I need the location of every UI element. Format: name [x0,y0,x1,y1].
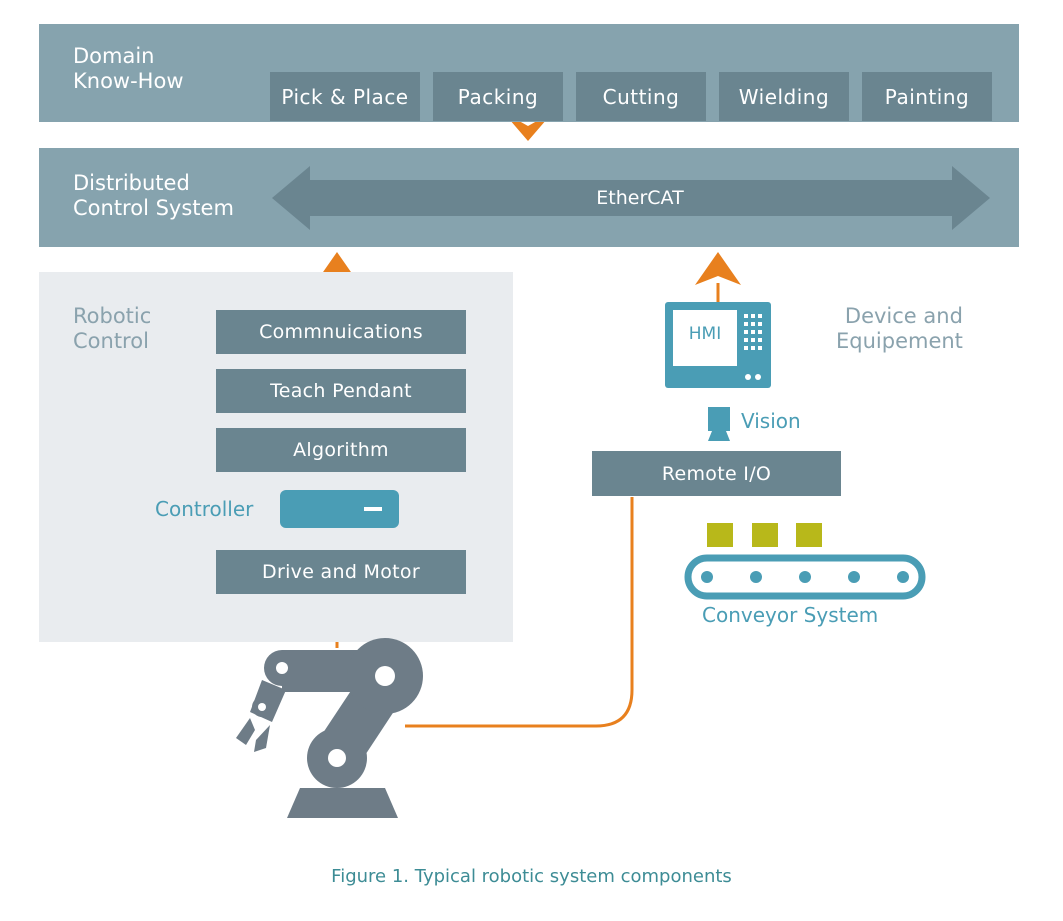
distributed-control-label: Distributed Control System [73,171,234,220]
robot-gripper-left [236,718,255,745]
hmi-keypad-icon [744,314,762,380]
domain-know-how-band: Domain Know-How Pick & Place Packing Cut… [39,24,1019,122]
figure-caption: Figure 1. Typical robotic system compone… [331,866,732,887]
tile-packing: Packing [433,72,563,121]
robotic-control-label: Robotic Control [73,304,152,353]
remote-io-box: Remote I/O [592,451,841,496]
remote-io-to-robot-line [405,497,634,728]
controller-device [280,490,399,528]
tile-painting: Painting [862,72,992,121]
tile-cutting: Cutting [576,72,706,121]
up-arrow-icon [695,252,741,285]
tile-pick-and-place: Pick & Place [270,72,420,121]
hmi-label: HMI [688,324,722,344]
cargo-box [796,523,822,547]
tile-wielding: Wielding [719,72,849,121]
algorithm-box: Algorithm [216,428,466,472]
drive-and-motor-box: Drive and Motor [216,550,466,594]
conveyor-label: Conveyor System [702,603,879,627]
minus-icon [364,507,382,511]
ethercat-label: EtherCAT [596,187,684,209]
cargo-box [752,523,778,547]
teach-pendant-box: Teach Pendant [216,369,466,413]
communications-box: Commnuications [216,310,466,354]
hmi-screen [673,310,737,366]
robot-gripper-right [254,725,270,752]
hmi-panel: HMI [665,302,771,388]
cargo-box [707,523,733,547]
domain-know-how-label: Domain Know-How [73,44,184,93]
conveyor-belt [684,554,926,600]
vision-label: Vision [741,409,801,433]
robot-base [287,788,398,818]
controller-label: Controller [155,497,254,521]
device-equipment-label: Device and Equipement [836,304,963,353]
